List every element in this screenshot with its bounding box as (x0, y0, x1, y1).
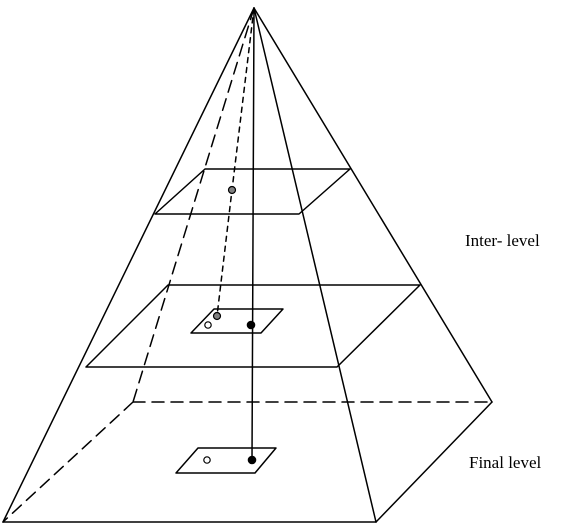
edge-base-right (375, 401, 493, 523)
point-black-final (247, 455, 257, 465)
patch-final (175, 447, 277, 474)
point-white-final (203, 456, 211, 464)
edge-back-left-hidden (132, 7, 255, 403)
edge-front-right (253, 7, 377, 523)
projection-line-solid (251, 7, 255, 461)
pyramid-outline (2, 7, 493, 523)
slice-top (154, 168, 351, 215)
edge-front-left (2, 7, 255, 523)
point-gray-middle (212, 311, 222, 321)
point-black-middle (246, 320, 256, 330)
projection-line-dashed (216, 7, 255, 317)
point-gray-inter (227, 185, 237, 195)
slice-middle (85, 284, 421, 368)
points (203, 185, 257, 465)
label-inter-level: Inter- level (465, 231, 540, 250)
patch-middle (190, 308, 284, 334)
projection-lines (216, 7, 255, 461)
point-white-middle (204, 321, 212, 329)
edge-base-left-hidden (2, 401, 134, 523)
patches (175, 308, 284, 474)
slice-planes (85, 168, 421, 368)
hidden-edges (2, 7, 493, 523)
edge-back-right (253, 7, 493, 403)
label-final-level: Final level (469, 453, 542, 472)
